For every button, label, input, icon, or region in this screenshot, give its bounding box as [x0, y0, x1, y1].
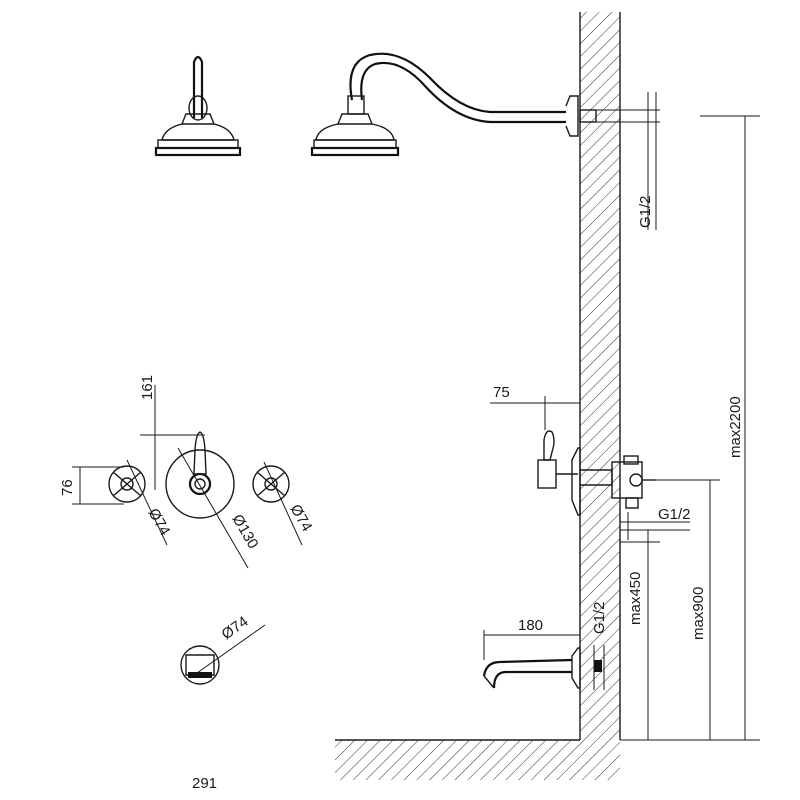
dimension-g12-mid: G1/2: [620, 506, 691, 540]
dia130-label: Ø130: [229, 512, 262, 552]
max2200-label: max2200: [727, 396, 744, 458]
spout-side-view: [482, 647, 602, 689]
mixer-valve-side-view: [537, 430, 656, 516]
dimension-max450: max450: [620, 530, 660, 740]
dimension-g12-low: G1/2: [591, 601, 608, 690]
g12-low-label: G1/2: [591, 601, 608, 634]
dimension-180: 180: [483, 617, 580, 660]
page-number: 291: [192, 775, 217, 792]
d161-label: 161: [139, 375, 156, 400]
floor-section: [335, 739, 620, 780]
max450-label: max450: [627, 572, 644, 625]
spout-front-view: [180, 624, 266, 685]
cross-handle-right: [252, 461, 303, 546]
dimension-max900: max900: [650, 479, 720, 740]
dimension-max2200: max2200: [620, 115, 760, 741]
shower-head-side-view: [310, 52, 597, 157]
mixer-valve-front: [165, 431, 249, 569]
dimension-161: 161: [139, 375, 205, 490]
dimension-76: 76: [59, 466, 124, 505]
d75-label: 75: [493, 384, 510, 401]
wall-section: [579, 12, 621, 740]
dimension-g12-top: G1/2: [596, 92, 660, 230]
dia74-right-label: Ø74: [287, 502, 316, 535]
d76-label: 76: [59, 479, 76, 496]
cross-handle-left: [108, 459, 168, 546]
d180-label: 180: [518, 617, 543, 634]
dia74-left-label: Ø74: [145, 506, 174, 539]
g12-mid-label: G1/2: [658, 506, 691, 523]
dia74-spout-label: Ø74: [219, 613, 252, 643]
max900-label: max900: [690, 587, 707, 640]
dimension-75: 75: [490, 384, 580, 430]
g12-top-label: G1/2: [637, 195, 654, 228]
shower-head-front-view: [154, 55, 242, 157]
